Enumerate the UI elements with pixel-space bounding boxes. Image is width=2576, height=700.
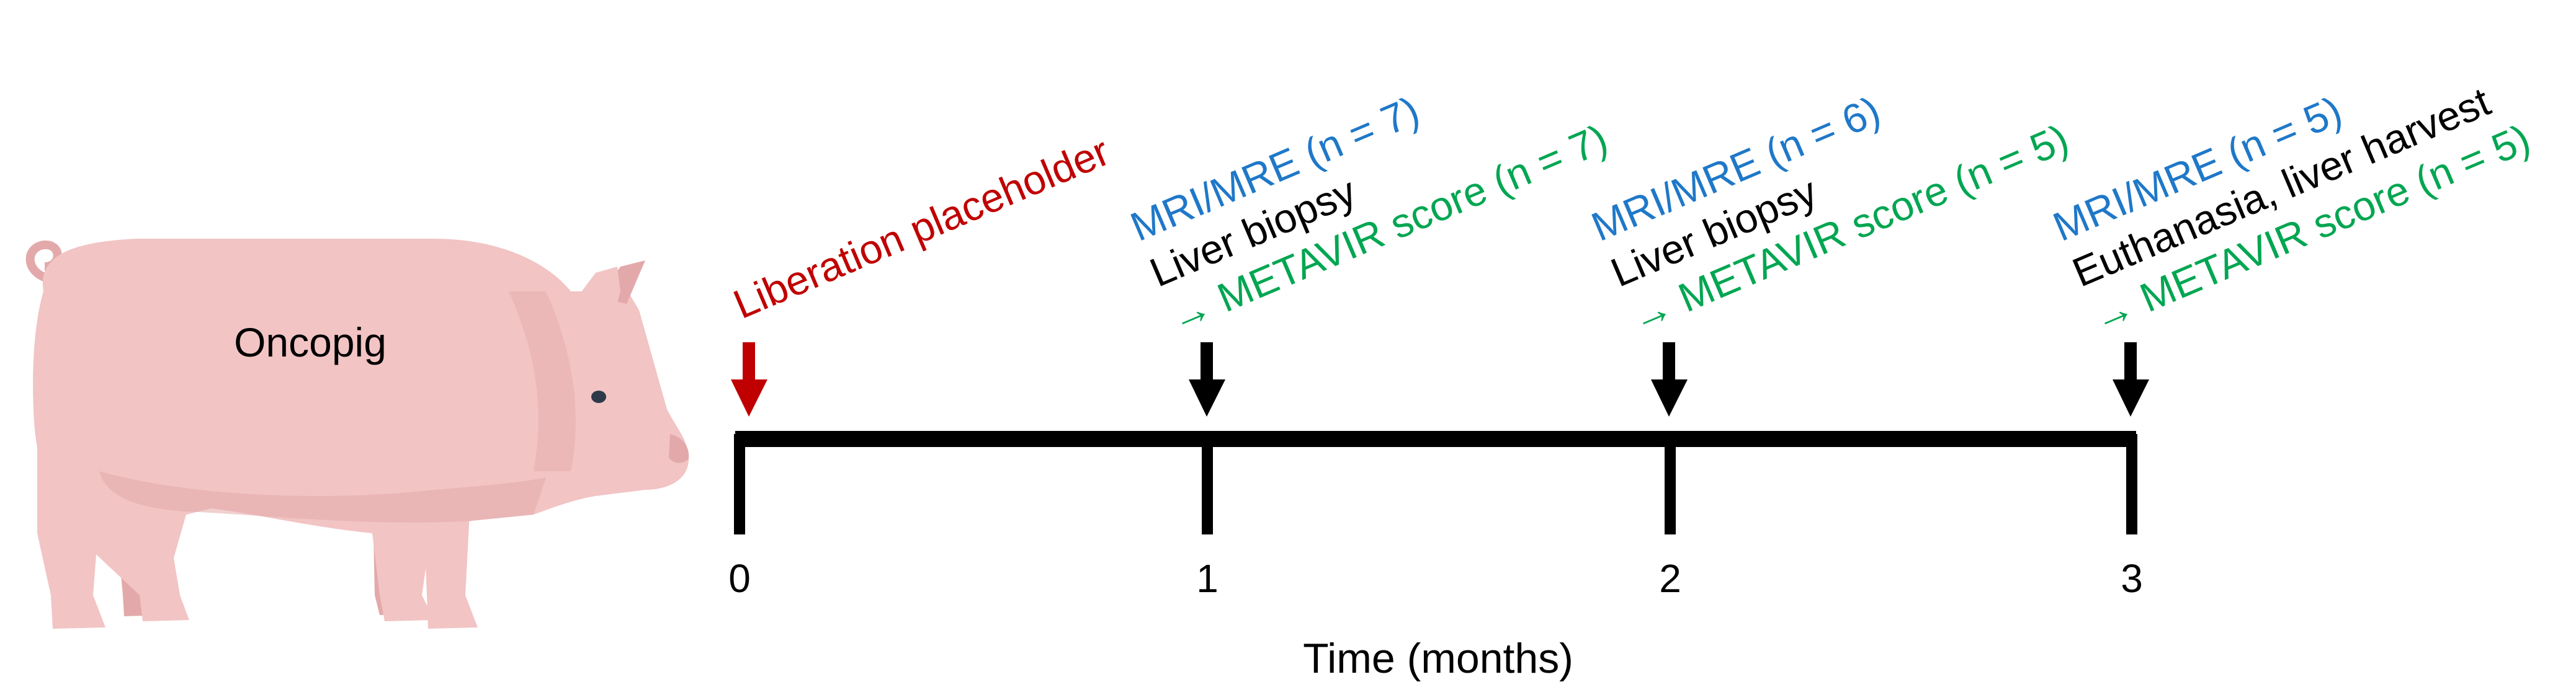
event-arrow-2-head: [1651, 379, 1688, 417]
pig-illustration: [25, 239, 689, 629]
axis-title: Time (months): [1303, 635, 1573, 682]
event-arrow-2: [1651, 342, 1688, 417]
event-arrow-1-shaft: [1201, 342, 1213, 386]
event-arrow-3-shaft: [2124, 342, 2137, 386]
induction-label: Liberation placeholder: [727, 128, 1116, 327]
event-2-annotation: MRI/MRE (n = 6) Liver biopsy → METAVIR s…: [1585, 87, 2075, 342]
event-3-annotation: MRI/MRE (n = 5) Euthanasia, liver harves…: [2047, 78, 2537, 341]
tick-label-3: 3: [2121, 556, 2143, 601]
pig-near-hind-leg: [37, 434, 105, 629]
event-arrow-1: [1189, 342, 1225, 417]
timeline: 0 1 2 3 Time (months): [728, 431, 2143, 682]
subject-label: Oncopig: [234, 319, 387, 365]
pig-snout: [669, 434, 689, 463]
tick-label-1: 1: [1196, 556, 1219, 601]
pig-belly-shade: [99, 471, 546, 523]
induction-arrow-head: [731, 379, 767, 417]
event-arrow-2-shaft: [1663, 342, 1675, 386]
event-1-annotation: MRI/MRE (n = 7) Liver biopsy → METAVIR s…: [1124, 87, 1614, 342]
event-arrow-3-head: [2113, 379, 2149, 417]
induction-arrow-shaft: [743, 342, 755, 386]
event-arrow-1-head: [1189, 379, 1225, 417]
pig-ear-front: [558, 267, 620, 347]
induction-arrow: [731, 342, 767, 417]
pig-eye: [591, 391, 606, 403]
tick-label-2: 2: [1659, 556, 1681, 601]
event-arrow-3: [2113, 342, 2149, 417]
tick-label-0: 0: [728, 556, 751, 601]
pig-body: [33, 239, 689, 621]
pig-shoulder-shade: [509, 291, 576, 471]
